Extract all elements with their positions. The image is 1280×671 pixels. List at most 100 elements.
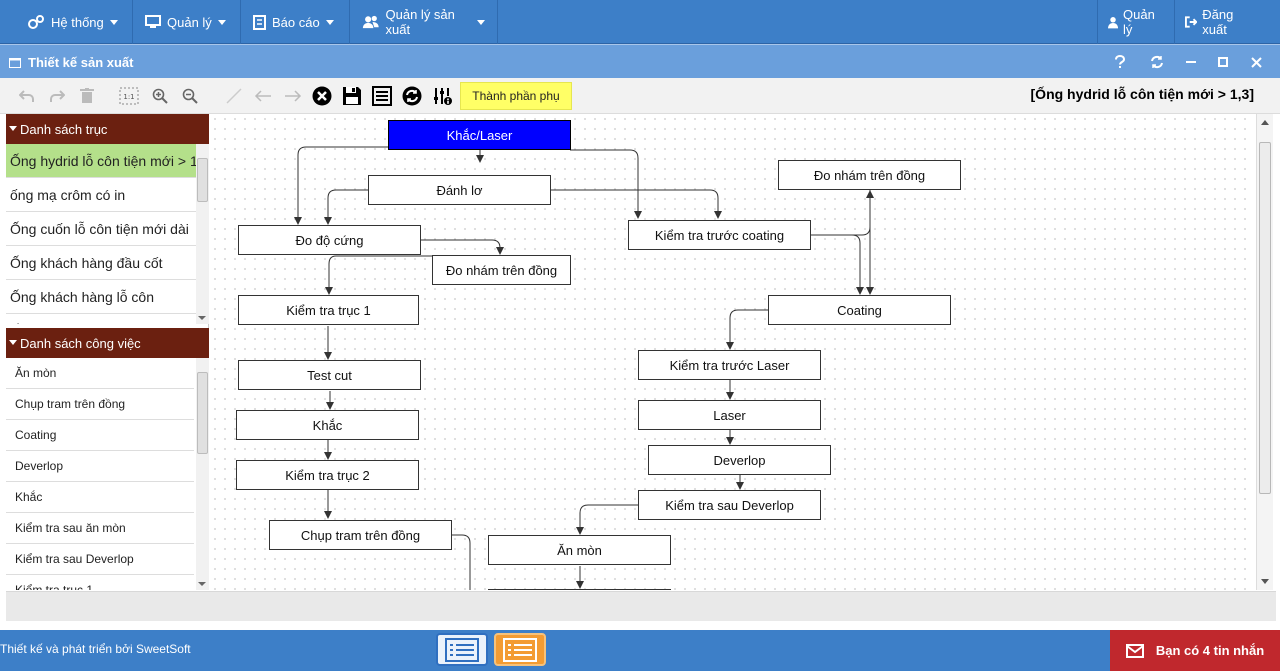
close-icon xyxy=(1250,56,1262,68)
cancel-button[interactable] xyxy=(309,83,335,109)
save-button[interactable] xyxy=(339,83,365,109)
scroll-thumb[interactable] xyxy=(197,372,208,454)
node-kiem-tra-sau-deverlop[interactable]: Kiểm tra sau Deverlop xyxy=(638,490,821,520)
job-item[interactable]: Ăn mòn xyxy=(6,358,194,389)
chevron-down-icon xyxy=(325,19,334,25)
logout-link[interactable]: Đăng xuất xyxy=(1174,0,1268,44)
axis-item[interactable]: Ống cuốn lỗ côn tiện mới dài xyxy=(6,212,196,246)
nav-user-label: Quản lý xyxy=(1123,7,1155,37)
design-view-footer-button[interactable] xyxy=(494,633,546,666)
minimize-button[interactable] xyxy=(1181,53,1201,71)
arrow-left-button[interactable] xyxy=(250,83,276,109)
settings-sliders-button[interactable] xyxy=(429,83,455,109)
maximize-button[interactable] xyxy=(1213,53,1233,71)
node-next-partial[interactable] xyxy=(488,589,671,590)
job-item[interactable]: Kiểm tra sau Deverlop xyxy=(6,544,194,575)
axis-item[interactable]: Ống khách hàng lỗ côn xyxy=(6,280,196,314)
axis-list-scrollbar[interactable] xyxy=(196,144,209,324)
nav-reports-label: Báo cáo xyxy=(272,14,320,30)
actual-size-button[interactable]: 1:1 xyxy=(116,83,142,109)
axis-item[interactable]: ống mạ crôm có in xyxy=(6,178,196,212)
nav-reports-menu[interactable]: Báo cáo xyxy=(241,0,350,44)
zoom-in-button[interactable] xyxy=(147,83,173,109)
zoom-out-button[interactable] xyxy=(177,83,203,109)
flow-connectors xyxy=(294,134,874,590)
job-panel-header[interactable]: Danh sách công việc xyxy=(6,328,209,358)
close-button[interactable] xyxy=(1246,53,1266,71)
list-view-footer-button[interactable] xyxy=(436,633,488,666)
zoom-in-icon xyxy=(152,88,168,104)
design-canvas[interactable]: Khắc/Laser Đánh lơ Đo độ cứng Đo nhám tr… xyxy=(210,114,1254,590)
connector xyxy=(570,149,642,219)
scroll-up-icon[interactable] xyxy=(1261,120,1269,125)
undo-button[interactable] xyxy=(14,83,40,109)
job-item[interactable]: Khắc xyxy=(6,482,194,513)
minimize-icon xyxy=(1186,61,1196,63)
scroll-down-icon[interactable] xyxy=(1261,579,1269,584)
components-button[interactable]: Thành phần phụ xyxy=(460,82,572,110)
node-kiem-tra-truc-1[interactable]: Kiểm tra trục 1 xyxy=(238,295,419,325)
job-list-scrollbar[interactable] xyxy=(196,358,209,590)
node-kiem-tra-truc-2[interactable]: Kiểm tra trục 2 xyxy=(236,460,419,490)
scroll-thumb[interactable] xyxy=(197,158,208,202)
nav-product-manage-label: Quản lý sản xuất xyxy=(385,7,455,37)
scroll-thumb[interactable] xyxy=(1259,142,1271,494)
job-item[interactable]: Chụp tram trên đồng xyxy=(6,389,194,420)
sign-out-icon xyxy=(1185,16,1198,28)
trash-icon xyxy=(80,88,94,103)
logout-label: Đăng xuất xyxy=(1202,7,1234,37)
zoom-out-icon xyxy=(182,88,198,104)
redo-icon xyxy=(50,90,65,102)
node-an-mon[interactable]: Ăn mòn xyxy=(488,535,671,565)
list-view-button[interactable] xyxy=(369,83,395,109)
axis-panel-header[interactable]: Danh sách trục xyxy=(6,114,209,144)
nav-product-manage-menu[interactable]: Quản lý sản xuất xyxy=(350,0,498,44)
nav-system-menu[interactable]: Hệ thống xyxy=(15,0,133,44)
redo-button[interactable] xyxy=(44,83,70,109)
node-do-nham-tren-dong-2[interactable]: Đo nhám trên đồng xyxy=(778,160,961,190)
nav-manage-menu[interactable]: Quản lý xyxy=(133,0,241,44)
scroll-down-icon[interactable] xyxy=(198,316,206,320)
node-kiem-tra-truoc-laser[interactable]: Kiểm tra trước Laser xyxy=(638,350,821,380)
axis-item[interactable]: Ống khách hàng đầu cốt tiện mới xyxy=(6,314,196,325)
job-item[interactable]: Kiểm tra trục 1 xyxy=(6,575,194,590)
floppy-disk-icon xyxy=(343,87,361,105)
job-item[interactable]: Deverlop xyxy=(6,451,194,482)
refresh-button[interactable] xyxy=(1147,53,1167,71)
connector xyxy=(576,504,638,535)
node-khac[interactable]: Khắc xyxy=(236,410,419,440)
designer-toolbar: 1:1 xyxy=(0,78,1280,114)
node-do-do-cung[interactable]: Đo độ cứng xyxy=(238,225,421,255)
connector xyxy=(450,534,471,590)
node-deverlop[interactable]: Deverlop xyxy=(648,445,831,475)
footer: Thiết kế và phát triển bởi SweetSoft Bạn… xyxy=(0,630,1280,671)
node-kiem-tra-truoc-coating[interactable]: Kiểm tra trước coating xyxy=(628,220,811,250)
node-danh-lo[interactable]: Đánh lơ xyxy=(368,175,551,205)
delete-button[interactable] xyxy=(74,83,100,109)
connector xyxy=(810,190,874,236)
axis-item[interactable]: Ống khách hàng đầu cốt xyxy=(6,246,196,280)
actual-size-icon: 1:1 xyxy=(119,87,139,105)
question-icon xyxy=(1115,55,1126,68)
nav-user-link[interactable]: Quản lý xyxy=(1097,0,1174,44)
nav-system-label: Hệ thống xyxy=(51,14,104,30)
node-laser[interactable]: Laser xyxy=(638,400,821,430)
scroll-down-icon[interactable] xyxy=(198,582,206,586)
messages-label: Bạn có 4 tin nhắn xyxy=(1155,643,1265,658)
report-icon xyxy=(253,14,266,30)
envelope-icon xyxy=(1125,643,1144,658)
messages-button[interactable]: Bạn có 4 tin nhắn xyxy=(1110,630,1280,671)
node-coating[interactable]: Coating xyxy=(768,295,951,325)
node-khac-laser[interactable]: Khắc/Laser xyxy=(388,120,571,150)
job-item[interactable]: Coating xyxy=(6,420,194,451)
job-item[interactable]: Kiểm tra sau ăn mòn xyxy=(6,513,194,544)
connector-tool-button[interactable] xyxy=(221,83,247,109)
node-test-cut[interactable]: Test cut xyxy=(238,360,421,390)
axis-item-selected[interactable]: Ống hydrid lỗ côn tiện mới > 1,3 xyxy=(6,144,196,178)
node-do-nham-tren-dong[interactable]: Đo nhám trên đồng xyxy=(432,255,571,285)
node-chup-tram-tren-dong[interactable]: Chụp tram trên đồng xyxy=(269,520,452,550)
help-button[interactable] xyxy=(1110,53,1130,71)
sync-button[interactable] xyxy=(399,83,425,109)
canvas-scrollbar[interactable] xyxy=(1256,114,1273,590)
arrow-right-button[interactable] xyxy=(280,83,306,109)
